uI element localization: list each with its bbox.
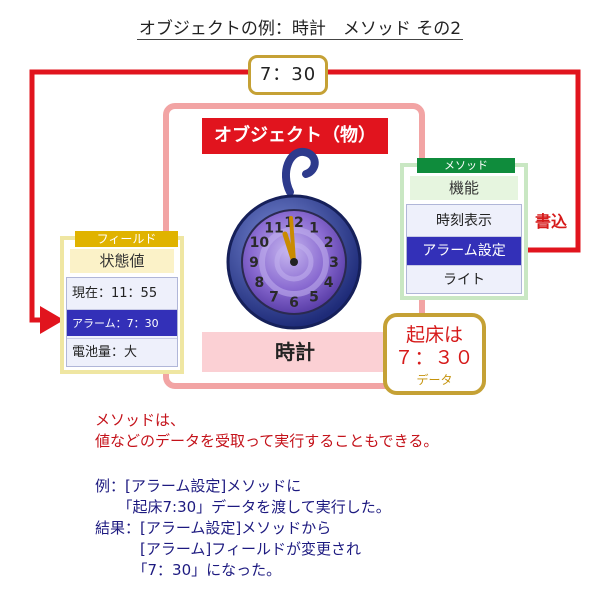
page-title-text: オブジェクトの例：時計 メソッド その2 [136, 19, 464, 40]
field-tag: フィールド [75, 231, 178, 247]
field-row-alarm: アラーム：7：30 [67, 309, 177, 336]
write-label: 書込 [535, 212, 568, 231]
object-title: オブジェクト（物） [202, 118, 388, 154]
clock-numeral-10: 10 [250, 235, 270, 251]
clock-numeral-4: 4 [324, 275, 334, 291]
clock-numeral-1: 1 [309, 220, 319, 236]
clock-numeral-11: 11 [264, 220, 283, 236]
data-badge-line2: ７：３０ [394, 347, 475, 369]
clock-numeral-9: 9 [249, 255, 259, 271]
method-heading: 機能 [410, 176, 518, 200]
clock-numeral-3: 3 [329, 255, 339, 271]
clock-numeral-6: 6 [289, 295, 299, 311]
field-row-battery: 電池量：大 [67, 338, 177, 365]
clock-numeral-7: 7 [269, 290, 279, 306]
field-row-current: 現在：11：55 [72, 286, 158, 301]
object-name: 時計 [202, 332, 388, 372]
field-list: 現在：11：55 アラーム：7：30 電池量：大 [66, 277, 178, 367]
clock-numeral-5: 5 [309, 290, 319, 306]
note-red-line2: 値などのデータを受取って実行することもできる。 [95, 432, 439, 450]
write-flow-arrowhead [40, 306, 64, 334]
data-badge: 起床は ７：３０ データ [383, 313, 486, 395]
method-list: 時刻表示 アラーム設定 ライト [406, 204, 522, 294]
note-example-line3: 結果：[アラーム設定]メソッドから [95, 519, 332, 537]
data-badge-line3: データ [416, 373, 453, 387]
clock-numeral-12: 12 [284, 215, 303, 231]
method-tag: メソッド [417, 158, 515, 173]
field-heading: 状態値 [70, 249, 174, 273]
data-badge-line1: 起床は [405, 324, 463, 346]
note-red-line1: メソッドは、 [95, 411, 186, 429]
note-example-line5: 「7：30」になった。 [95, 561, 282, 579]
page-title: オブジェクトの例：時計 メソッド その2 [0, 14, 600, 40]
clock-numeral-8: 8 [255, 275, 265, 291]
note-example-line4: [アラーム]フィールドが変更され [95, 540, 361, 558]
note-example-line2: 「起床7:30」データを渡して実行した。 [95, 498, 391, 516]
clock-numeral-2: 2 [324, 235, 334, 251]
method-row-light: ライト [407, 265, 521, 294]
note-example-line1: 例：[アラーム設定]メソッドに [95, 477, 302, 495]
alarm-value-badge: 7：30 [248, 55, 328, 95]
method-row-time-display: 時刻表示 [436, 213, 492, 229]
method-row-alarm-setting: アラーム設定 [407, 236, 521, 265]
